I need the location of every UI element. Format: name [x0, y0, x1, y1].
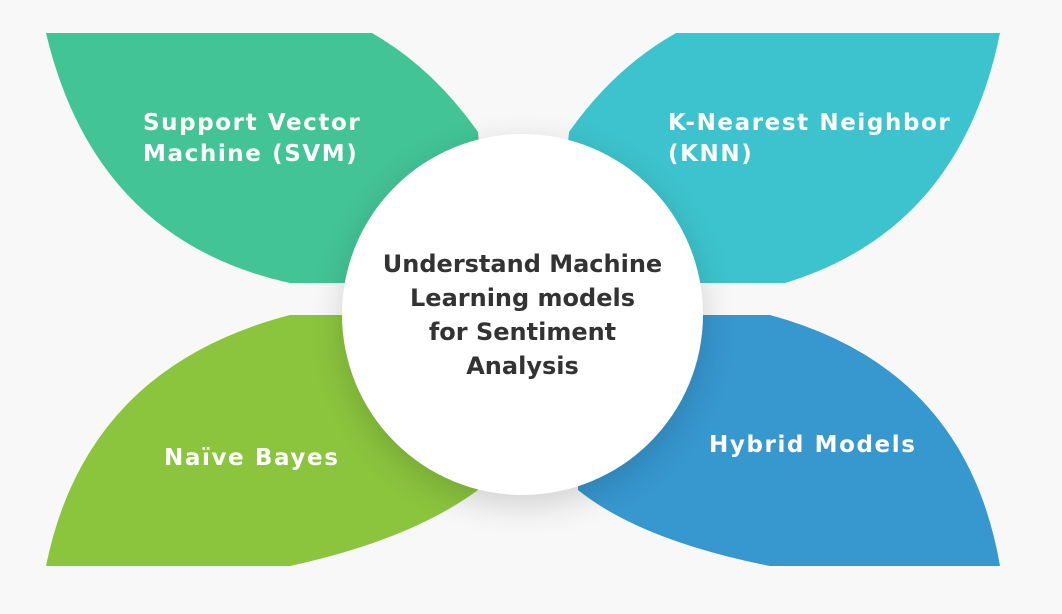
hybrid-models-label-text: Hybrid Models	[709, 432, 917, 458]
svm-label: Support Vector Machine (SVM)	[143, 108, 361, 170]
center-title: Understand Machine Learning models for S…	[382, 249, 663, 380]
hybrid-models-label: Hybrid Models	[709, 430, 917, 461]
knn-label: K-Nearest Neighbor (KNN)	[668, 108, 951, 170]
svm-label-text: Support Vector Machine (SVM)	[143, 110, 362, 167]
naive-bayes-label-text: Naïve Bayes	[164, 445, 340, 471]
naive-bayes-label: Naïve Bayes	[164, 443, 339, 474]
center-circle: Understand Machine Learning models for S…	[342, 134, 703, 495]
knn-label-text: K-Nearest Neighbor (KNN)	[668, 110, 952, 167]
